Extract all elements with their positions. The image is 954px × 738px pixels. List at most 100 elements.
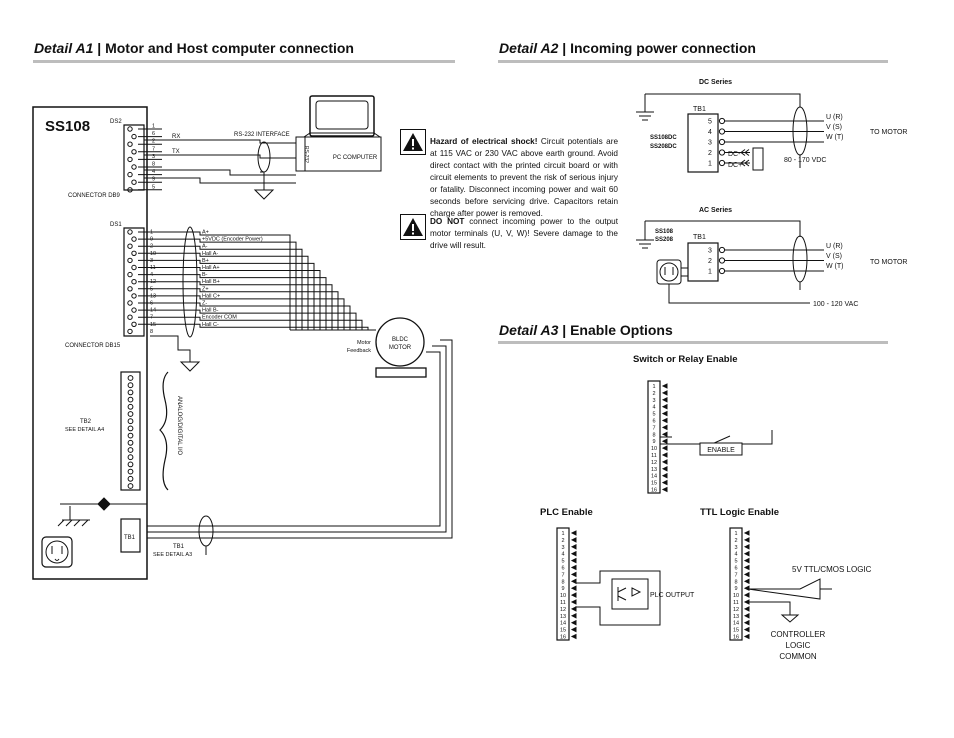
terminal-number: 2 bbox=[652, 391, 655, 397]
db15-pin bbox=[131, 279, 137, 285]
terminal-number: 5 bbox=[734, 559, 737, 565]
tb2-hole bbox=[127, 382, 134, 389]
db15-signal-label: A- bbox=[202, 244, 208, 250]
ac-model-2: SS208 bbox=[655, 237, 674, 243]
ac-terminals: 321 bbox=[681, 246, 824, 277]
tb2-label: TB2 bbox=[80, 419, 92, 425]
terminal-warning-bold: DO NOT bbox=[430, 217, 465, 226]
terminal-tab bbox=[661, 403, 668, 410]
terminal-tab bbox=[743, 530, 750, 536]
terminal-tab bbox=[570, 592, 577, 598]
dc-supply-lead bbox=[725, 149, 750, 156]
dc-terminal-number: 4 bbox=[708, 129, 712, 136]
tb1-see-label: SEE DETAIL A3 bbox=[153, 552, 192, 558]
terminal-number: 12 bbox=[651, 460, 657, 466]
terminal-number: 9 bbox=[652, 439, 655, 445]
db9-pin bbox=[131, 149, 137, 155]
db15-pin bbox=[131, 250, 137, 257]
terminal-tab bbox=[661, 431, 668, 438]
terminal-number: 11 bbox=[651, 453, 657, 459]
db9-pin bbox=[127, 126, 133, 132]
ac-terminal bbox=[718, 267, 726, 275]
tb2-hole bbox=[127, 447, 134, 453]
db15-pin bbox=[131, 293, 137, 299]
terminal-tab bbox=[743, 571, 750, 578]
db9-pin-number: 4 bbox=[152, 169, 155, 175]
db9-pin bbox=[127, 141, 133, 147]
db15-signal-label: Z- bbox=[202, 301, 207, 307]
terminal-number: 16 bbox=[560, 635, 566, 641]
db15-signal-wire bbox=[138, 252, 309, 330]
terminal-tab bbox=[570, 550, 577, 557]
db15-signal-label: +5VDC (Encoder Power) bbox=[202, 237, 263, 243]
terminal-number: 5 bbox=[561, 559, 564, 565]
terminal-number: 14 bbox=[651, 474, 657, 480]
db9-pin-number: 7 bbox=[152, 146, 155, 152]
dc-terminal bbox=[718, 117, 726, 125]
db15-signal-label: Encoder COM bbox=[202, 315, 237, 321]
terminal-tab bbox=[743, 619, 750, 626]
terminal-number: 15 bbox=[733, 628, 739, 634]
dc-terminal bbox=[718, 149, 726, 156]
db9-pin bbox=[131, 179, 137, 185]
db15-signal-wire bbox=[138, 295, 345, 330]
controller-label-1: CONTROLLER bbox=[771, 630, 826, 639]
db15-pin bbox=[127, 271, 133, 278]
db15-signal-wire bbox=[138, 274, 327, 330]
detail-a2-rule bbox=[498, 60, 888, 63]
ac-series-title: AC Series bbox=[699, 207, 732, 214]
tb2-hole bbox=[127, 468, 134, 475]
rx-label: RX bbox=[172, 134, 180, 140]
ac-series-diagram: AC Series SS108 SS208 TB1 321 100 - 120 … bbox=[636, 207, 907, 308]
terminal-tab bbox=[570, 564, 577, 571]
ac-u-label: U (R) bbox=[826, 243, 843, 250]
ds1-label: DS1 bbox=[110, 222, 122, 228]
terminal-tab bbox=[661, 438, 668, 445]
db15-signal-wire bbox=[138, 309, 357, 330]
terminal-tab bbox=[661, 472, 668, 479]
db15-signal-wire bbox=[138, 281, 333, 330]
terminal-tab bbox=[743, 564, 750, 571]
monitor-icon bbox=[309, 95, 375, 137]
db15-signal-wire bbox=[138, 323, 369, 330]
db9-pin-number: 5 bbox=[152, 184, 155, 190]
ac-v-label: V (S) bbox=[826, 253, 842, 260]
tb2-hole bbox=[127, 396, 134, 403]
ac-tb1-label: TB1 bbox=[693, 234, 706, 241]
terminal-tab bbox=[570, 606, 577, 612]
detail-a1-title: | Motor and Host computer connection bbox=[97, 40, 354, 56]
dc-model-1: SS108DC bbox=[650, 135, 677, 141]
terminal-tab bbox=[570, 599, 577, 605]
tb2-hole bbox=[127, 432, 134, 439]
dc-u-label: U (R) bbox=[826, 114, 843, 121]
ac-terminal-number: 2 bbox=[708, 258, 712, 265]
terminal-tab bbox=[570, 530, 577, 536]
terminal-number: 2 bbox=[561, 538, 564, 544]
detail-a3-rule bbox=[498, 341, 888, 344]
terminal-number: 1 bbox=[652, 384, 655, 390]
terminal-tab bbox=[743, 612, 750, 619]
terminal-tab bbox=[661, 410, 668, 417]
tb2-hole bbox=[127, 418, 134, 425]
ac-model-1: SS108 bbox=[655, 229, 674, 235]
detail-a2-title: | Incoming power connection bbox=[562, 40, 756, 56]
db15-pin bbox=[131, 236, 137, 242]
tb2-hole bbox=[127, 375, 134, 381]
tb1-caption: TB1 bbox=[173, 544, 185, 550]
ac-plug-icon bbox=[656, 259, 682, 285]
chassis-ground-icon bbox=[57, 506, 90, 527]
terminal-number: 1 bbox=[734, 531, 737, 537]
db15-signal-wire bbox=[138, 238, 297, 330]
detail-a3-header: Detail A3 | Enable Options bbox=[499, 322, 673, 338]
terminal-tab bbox=[661, 486, 668, 493]
terminal-tab bbox=[743, 626, 750, 633]
controller-label-2: LOGIC bbox=[786, 641, 811, 650]
dc-series-title: DC Series bbox=[699, 79, 732, 86]
terminal-tab bbox=[743, 557, 750, 564]
db15-signal-label: Hall C- bbox=[202, 322, 219, 328]
tx-label: TX bbox=[172, 149, 180, 155]
terminal-number: 13 bbox=[651, 467, 657, 473]
terminal-number: 7 bbox=[734, 572, 737, 578]
